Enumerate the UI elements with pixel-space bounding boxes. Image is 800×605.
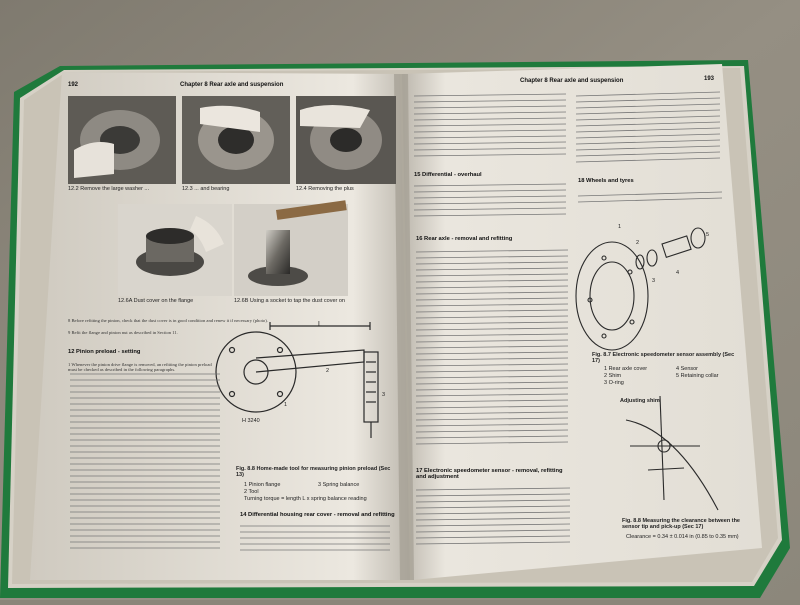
section-18-title: 18 Wheels and tyres xyxy=(578,178,634,184)
figure-8-8-caption: Fig. 8.8 Home-made tool for measuring pi… xyxy=(236,466,391,478)
right-running-head: Chapter 8 Rear axle and suspension xyxy=(520,78,624,84)
section-17-title: 17 Electronic speedometer sensor - remov… xyxy=(416,468,563,480)
left-page-number: 192 xyxy=(68,82,79,88)
left-step-9: 9 Refit the flange and pinion nut as des… xyxy=(68,330,178,335)
left-page xyxy=(30,72,410,580)
section-15-title: 15 Differential - overhaul xyxy=(414,172,482,178)
figure-legend-torque: Turning torque = length L x spring balan… xyxy=(244,496,367,502)
photo-12-3 xyxy=(182,96,290,184)
fig7-legend-3: 3 O-ring xyxy=(604,380,624,386)
figure-legend-2: 2 Tool xyxy=(244,489,259,495)
fig8-caption: Fig. 8.8 Measuring the clearance between… xyxy=(622,518,740,530)
figure-legend-1: 1 Pinion flange xyxy=(244,482,281,488)
figure-number-1: 1 xyxy=(284,402,288,408)
right-page xyxy=(402,64,762,580)
fig7-number-5: 5 xyxy=(706,232,710,238)
fig7-legend-5: 5 Retaining collar xyxy=(676,373,719,379)
section-14-title: 14 Differential housing rear cover - rem… xyxy=(240,512,395,518)
right-page-number: 193 xyxy=(704,76,715,82)
pinion-preload-tool-diagram xyxy=(215,322,379,438)
photo-12-6b xyxy=(234,200,348,296)
fig7-legend-4: 4 Sensor xyxy=(676,366,699,372)
photo-12-2 xyxy=(68,96,176,184)
figure-label-l: L xyxy=(318,321,322,328)
gutter-shadow xyxy=(394,74,414,580)
fig7-caption: Fig. 8.7 Electronic speedometer sensor a… xyxy=(592,352,735,364)
section-16-title: 16 Rear axle - removal and refitting xyxy=(416,236,513,242)
left-running-head: Chapter 8 Rear axle and suspension xyxy=(180,82,284,88)
caption-12-6b: 12.6B Using a socket to tap the dust cov… xyxy=(234,298,345,304)
left-step-8: 8 Before refitting the pinion, check tha… xyxy=(68,318,268,323)
fig7-legend-1: 1 Rear axle cover xyxy=(604,366,648,372)
adjusting-shim-diagram xyxy=(625,395,719,511)
left-body-text xyxy=(70,373,390,551)
fig8-clearance: Clearance = 0.34 ± 0.014 in (0.85 to 0.3… xyxy=(626,534,739,540)
photo-12-4 xyxy=(296,96,396,184)
fig7-legend-2: 2 Shim xyxy=(604,373,622,379)
figure-number-3: 3 xyxy=(382,392,386,398)
adjusting-shim-label: Adjusting shim xyxy=(620,398,660,404)
section-12-title: 12 Pinion preload - setting xyxy=(68,349,141,355)
fig7-number-4: 4 xyxy=(676,270,680,276)
figure-code: H 3240 xyxy=(242,418,260,424)
section-12-intro: 1 Whenever the pinion drive flange is re… xyxy=(68,362,212,373)
photo-12-6a xyxy=(118,204,232,296)
caption-12-4: 12.4 Removing the plus xyxy=(296,186,354,192)
fig7-number-1: 1 xyxy=(618,224,622,230)
caption-12-3: 12.3 ... and bearing xyxy=(182,186,230,192)
caption-12-6a: 12.6A Dust cover on the flange xyxy=(118,298,194,304)
speedometer-sensor-diagram xyxy=(575,227,706,351)
caption-12-2: 12.2 Remove the large washer ... xyxy=(68,186,150,192)
right-body-text xyxy=(413,91,723,545)
fig7-number-2: 2 xyxy=(636,240,640,246)
figure-number-2: 2 xyxy=(326,368,330,374)
fig7-number-3: 3 xyxy=(652,278,656,284)
figure-legend-3: 3 Spring balance xyxy=(318,482,360,488)
